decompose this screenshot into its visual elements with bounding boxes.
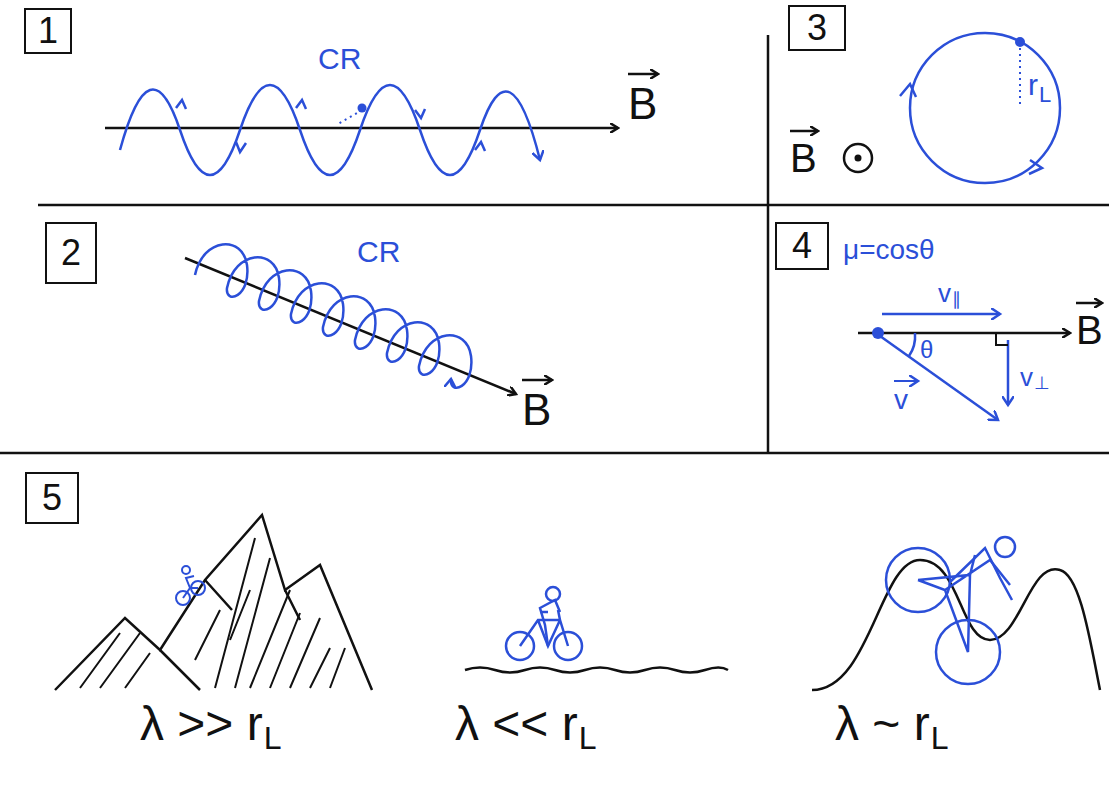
- panel-4-figure: [858, 303, 1102, 420]
- divider-lines: [0, 35, 1109, 453]
- subscript: ∥: [952, 290, 961, 308]
- panel-number: 5: [42, 480, 62, 516]
- panel-number: 2: [61, 235, 81, 271]
- panel-number: 1: [38, 13, 58, 49]
- subscript: ⊥: [1034, 374, 1050, 392]
- panel-number: 4: [792, 228, 812, 264]
- subscript: L: [1039, 84, 1051, 106]
- panel-number-box: 1: [24, 8, 72, 54]
- regime-label: λ >> r: [140, 700, 263, 748]
- formula: μ=cosθ: [843, 236, 935, 264]
- panel-5-figure: [55, 515, 1100, 690]
- radius-label: r: [1028, 70, 1038, 100]
- panel-number-box: 4: [775, 222, 829, 270]
- particle-label: CR: [357, 237, 400, 267]
- velocity-label: v: [894, 386, 908, 414]
- subscript: L: [264, 722, 282, 754]
- panel-3-figure: [790, 33, 1060, 183]
- subscript: L: [931, 722, 949, 754]
- panel-number-box: 3: [788, 5, 846, 51]
- particle-label: CR: [318, 44, 361, 74]
- panel-1-figure: [105, 74, 658, 175]
- field-label: B: [628, 82, 657, 126]
- field-label: B: [522, 388, 551, 432]
- panel-number-box: 2: [45, 222, 97, 284]
- velocity-label: v: [1020, 364, 1033, 390]
- field-label: B: [1076, 310, 1103, 350]
- field-label: B: [790, 138, 817, 178]
- subscript: L: [579, 722, 597, 754]
- velocity-label: v: [938, 280, 951, 306]
- regime-label: λ << r: [455, 700, 578, 748]
- angle-label: θ: [920, 338, 933, 362]
- panel-number: 3: [807, 10, 827, 46]
- panel-number-box: 5: [25, 472, 79, 524]
- regime-label: λ ~ r: [835, 700, 930, 748]
